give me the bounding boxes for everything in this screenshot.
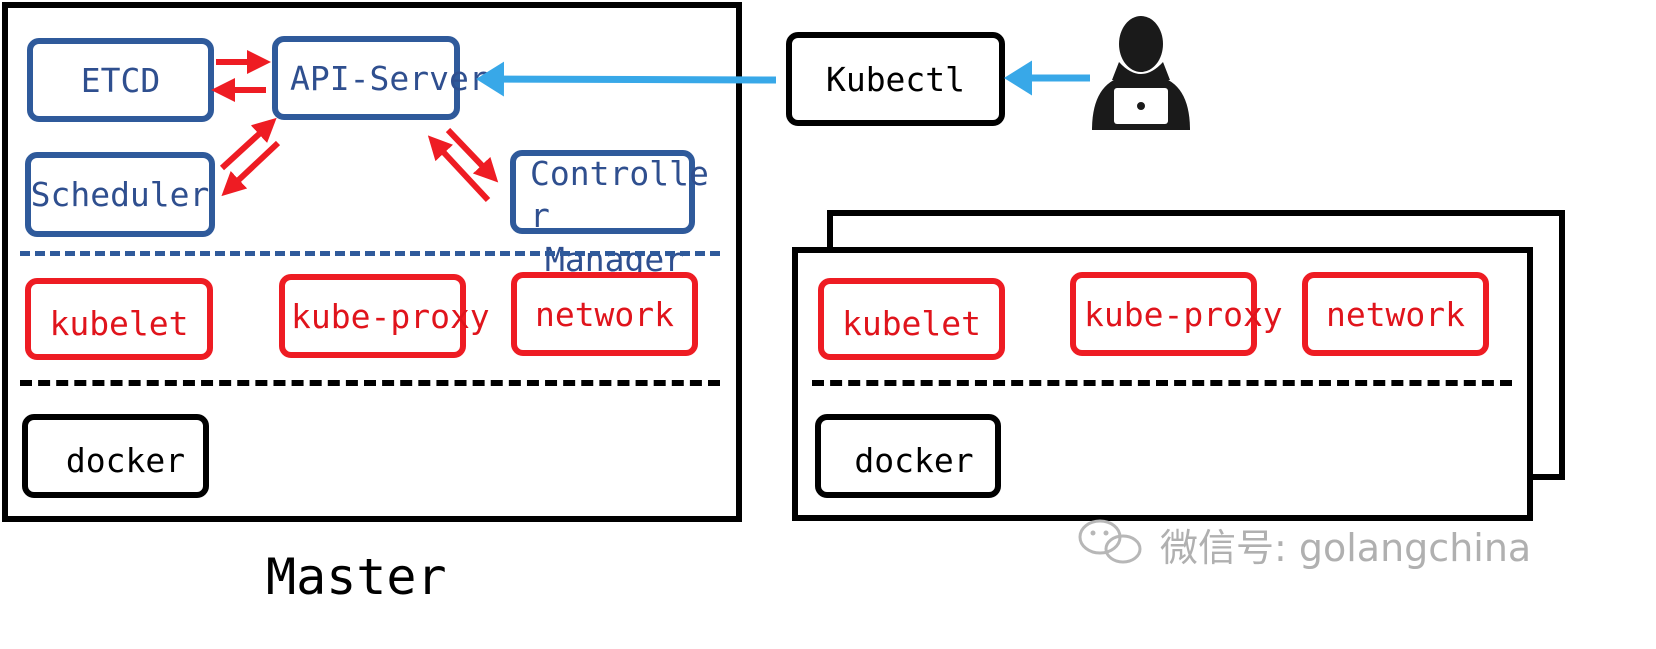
worker-runtime-separator [812,380,1512,386]
api-server-label: API-Server [290,58,489,98]
master-kubelet-box: kubelet [25,278,213,360]
master-docker-label: docker [65,440,186,480]
controller-manager-label-line2: r [530,196,550,235]
worker-kubelet-box: kubelet [818,278,1005,360]
master-kubelet-label: kubelet [49,303,189,343]
master-kube-proxy-box: kube-proxy [279,274,490,358]
scheduler-box: Scheduler [25,152,215,237]
master-docker-box: docker [22,414,209,498]
etcd-box: ETCD [27,38,214,122]
worker-docker-label: docker [854,440,974,480]
master-network-label: network [534,294,675,334]
api-server-box: API-Server [272,36,489,120]
master-runtime-separator [20,380,720,386]
worker-kube-proxy-box: kube-proxy [1070,272,1283,356]
master-kube-proxy-label: kube-proxy [291,296,490,336]
controller-manager-box [510,150,695,234]
master-label: Master [266,548,447,606]
etcd-label: ETCD [80,60,161,100]
scheduler-label: Scheduler [30,175,210,214]
master-frame [2,2,742,522]
worker-network-label: network [1325,294,1466,334]
controller-manager-label-line1: Controlle [530,154,709,193]
worker-kube-proxy-label: kube-proxy [1084,294,1283,334]
kubectl-label: Kubectl [825,59,966,99]
kubectl-box: Kubectl [786,32,1005,126]
master-network-box: network [511,272,698,356]
master-control-plane-separator [20,251,720,256]
worker-kubelet-label: kubelet [841,303,982,343]
worker-docker-box: docker [815,414,1001,498]
worker-network-box: network [1302,272,1489,356]
watermark-text: 微信号: golangchina [1160,526,1532,570]
